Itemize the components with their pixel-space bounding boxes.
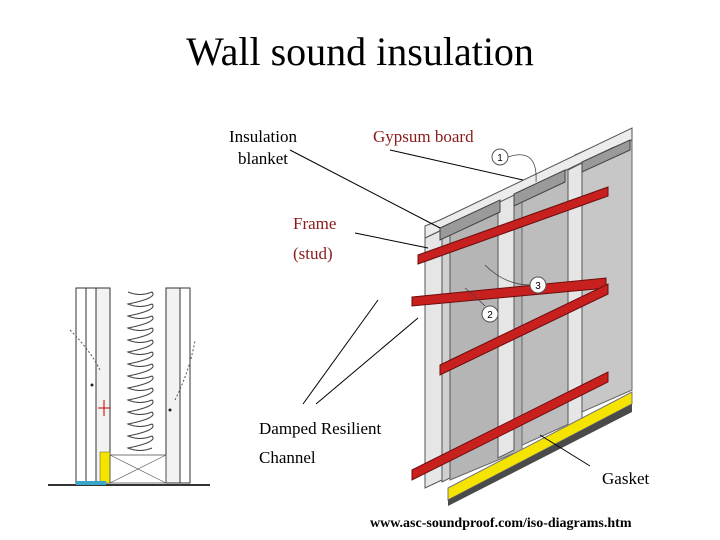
cross-section-right-board: [179, 287, 191, 484]
leader-frame-stud: [354, 232, 429, 249]
svg-text:1: 1: [497, 153, 503, 164]
cross-section-insulation: [126, 291, 154, 451]
cross-section-gasket: [99, 451, 111, 484]
label-channel-line-1: Damped Resilient: [259, 419, 382, 438]
leader-channel-upper: [302, 299, 379, 405]
slide-title: Wall sound insulation: [186, 29, 534, 74]
callout-1: 1: [491, 148, 509, 166]
callout-3: 3: [529, 276, 547, 294]
top-insulation-strip-3: [581, 139, 631, 173]
label-frame-line-1: Frame: [293, 214, 337, 233]
top-insulation-strip-2: [513, 169, 566, 207]
leader-insulation-blanket: [289, 149, 441, 229]
resilient-channel-3: [439, 283, 609, 376]
callout-2: 2: [481, 305, 499, 323]
top-insulation-strip: [439, 199, 501, 241]
cross-section-right-stud: [165, 287, 181, 484]
resilient-channel-1: [417, 186, 609, 265]
cross-section: [48, 287, 210, 486]
resilient-channel-4: [411, 371, 609, 481]
svg-text:3: 3: [535, 281, 541, 292]
cross-section-bottom-plate: [109, 454, 167, 484]
frame-stud-2: [441, 225, 451, 483]
label-frame-line-2: (stud): [293, 244, 333, 263]
cross-section-left-board: [75, 287, 87, 484]
gypsum-panel-back: [574, 129, 633, 416]
leader-gypsum-board: [389, 149, 524, 181]
label-channel-line-2: Channel: [259, 448, 316, 467]
floor-track: [448, 404, 632, 506]
label-gypsum-board: Gypsum board: [373, 127, 474, 146]
label-frame-stud: Frame (stud): [293, 209, 336, 269]
label-insulation-blanket: Insulation blanket: [213, 126, 313, 170]
label-insulation-line-2: blanket: [237, 149, 289, 168]
label-insulation-line-1: Insulation: [229, 127, 297, 146]
label-gasket: Gasket: [602, 469, 650, 488]
source-url: www.asc-soundproof.com/iso-diagrams.htm: [370, 516, 632, 531]
leader-lines: [289, 149, 591, 467]
label-damped-resilient-channel: Damped Resilient Channel: [259, 414, 381, 472]
frame-stud-1: [424, 229, 443, 489]
svg-text:2: 2: [487, 310, 493, 321]
leader-channel-lower: [315, 317, 419, 405]
wall-isometric: 1 2 3: [411, 127, 633, 506]
leader-gasket: [539, 434, 591, 467]
